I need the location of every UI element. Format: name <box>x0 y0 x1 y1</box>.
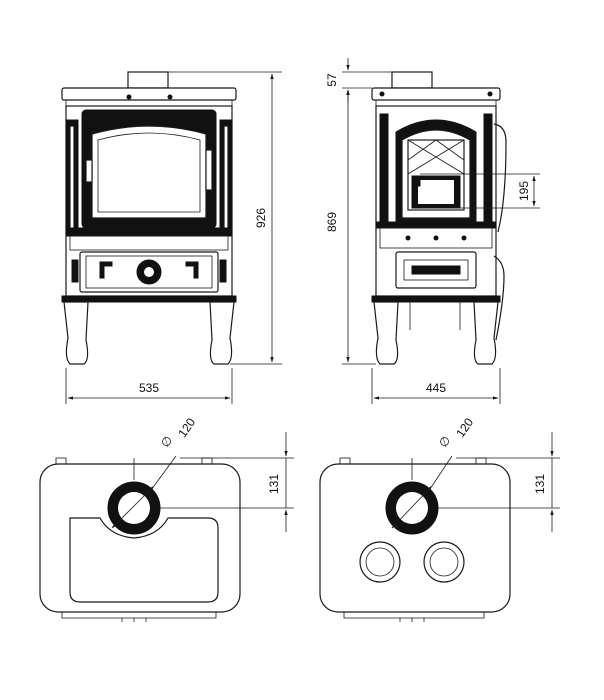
front-view <box>61 71 237 365</box>
right-flue-offset-label: 131 <box>533 474 547 494</box>
front-width-label: 535 <box>139 381 159 395</box>
left-flue-diameter-label: 120 <box>175 415 198 440</box>
right-flue-diameter-symbol: ∅ <box>436 433 453 450</box>
front-height-label: 926 <box>254 208 268 228</box>
side-depth-label: 445 <box>426 381 446 395</box>
top-view-right: ∅ 120 131 <box>319 415 560 622</box>
left-flue-offset-label: 131 <box>267 474 281 494</box>
body-height-label: 869 <box>325 212 339 232</box>
side-dimensions: 57 869 195 445 <box>325 58 540 404</box>
side-view <box>371 71 507 365</box>
top-offset-label: 57 <box>325 73 339 87</box>
front-dimensions: 926 535 <box>65 71 282 404</box>
right-flue-diameter-label: 120 <box>453 415 476 440</box>
top-view-left: ∅ 120 131 <box>39 415 294 622</box>
door-offset-label: 195 <box>517 181 531 201</box>
left-flue-diameter-symbol: ∅ <box>158 433 175 450</box>
